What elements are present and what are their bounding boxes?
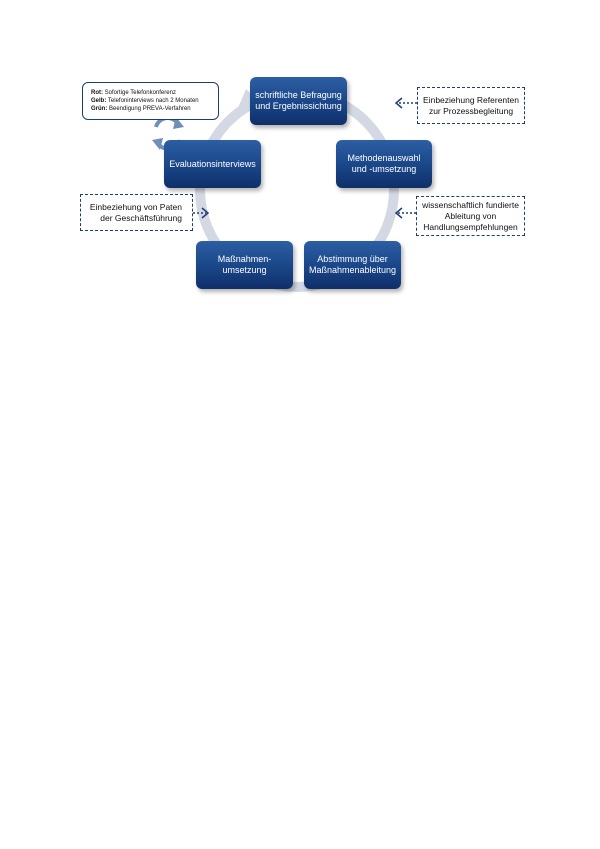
note-wissenschaft-line1: wissenschaftlich fundierte	[422, 199, 519, 210]
note-paten-line2: der Geschäftsführung	[100, 212, 182, 223]
node-abstimmung-line1: Abstimmung über	[317, 254, 388, 264]
traffic-light-legend: Rot: Sofortige Telefonkonferenz Gelb: Te…	[82, 82, 219, 120]
note-referenten: Einbeziehung Referenten zur Prozessbegle…	[417, 87, 525, 124]
note-referenten-line1: Einbeziehung Referenten	[423, 94, 519, 105]
node-massnahmen-line2: umsetzung	[222, 265, 267, 275]
node-abstimmung: Abstimmung über Maßnahmenableitung	[304, 241, 401, 289]
node-befragung: schriftliche Befragung und Ergebnissicht…	[250, 77, 347, 125]
side-arrow-paten	[193, 207, 210, 219]
legend-gruen-label: Grün:	[91, 106, 108, 112]
node-befragung-line2: und Ergebnissichtung	[255, 101, 342, 111]
side-arrow-wissenschaft	[394, 207, 416, 219]
node-befragung-line1: schriftliche Befragung	[255, 90, 342, 100]
note-wissenschaft-line3: Handlungsempfehlungen	[423, 221, 518, 232]
note-paten: Einbeziehung von Paten der Geschäftsführ…	[80, 194, 193, 231]
node-methoden: Methodenauswahl und -umsetzung	[336, 140, 432, 188]
legend-rot: Rot: Sofortige Telefonkonferenz	[91, 89, 210, 97]
note-wissenschaft: wissenschaftlich fundierte Ableitung von…	[416, 196, 525, 236]
note-referenten-line2: zur Prozessbegleitung	[428, 105, 514, 116]
side-arrow-referenten	[394, 97, 417, 109]
legend-rot-label: Rot:	[91, 90, 103, 96]
node-methoden-line2: und -umsetzung	[351, 164, 417, 174]
node-evaluation: Evaluationsinterviews	[164, 140, 261, 188]
legend-gruen: Grün: Beendigung PREVA-Verfahren	[91, 105, 210, 113]
legend-gelb: Gelb: Telefoninterviews nach 2 Monaten	[91, 97, 210, 105]
node-evaluation-line1: Evaluationsinterviews	[169, 158, 256, 169]
legend-gelb-text: Telefoninterviews nach 2 Monaten	[107, 98, 199, 104]
legend-rot-text: Sofortige Telefonkonferenz	[104, 90, 176, 96]
node-massnahmen: Maßnahmen- umsetzung	[196, 241, 293, 289]
node-massnahmen-line1: Maßnahmen-	[217, 254, 272, 264]
node-methoden-line1: Methodenauswahl	[347, 153, 421, 163]
legend-gelb-label: Gelb:	[91, 98, 107, 104]
note-paten-line1: Einbeziehung von Paten	[89, 201, 182, 212]
note-wissenschaft-line2: Ableitung von	[444, 210, 497, 221]
legend-gruen-text: Beendigung PREVA-Verfahren	[109, 106, 191, 112]
node-abstimmung-line2: Maßnahmenableitung	[308, 265, 397, 275]
